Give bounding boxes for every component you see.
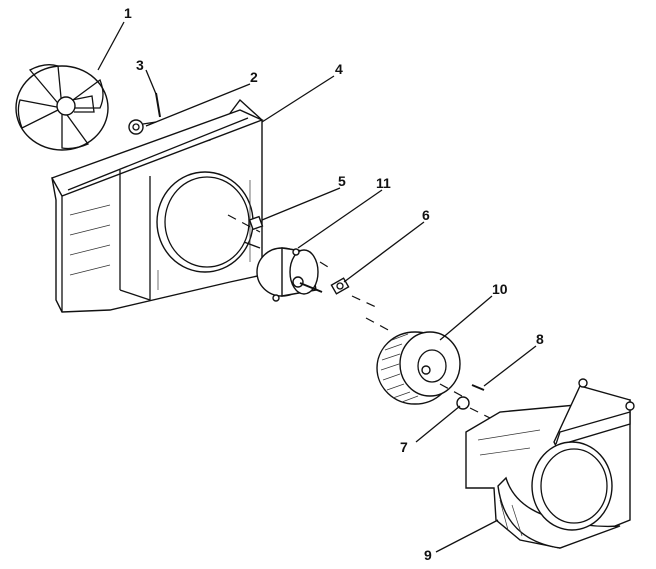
callout-1: 1	[124, 5, 132, 21]
part-screw	[155, 92, 161, 118]
part-fan-blade	[15, 64, 109, 151]
callout-2: 2	[250, 69, 258, 85]
callout-5: 5	[338, 173, 346, 189]
callout-6: 6	[422, 207, 430, 223]
callout-9: 9	[424, 547, 432, 563]
part-motor	[256, 247, 323, 302]
assembly-centerline	[227, 214, 491, 419]
callout-4: 4	[335, 61, 343, 77]
part-blower-wheel	[376, 331, 461, 405]
part-clip	[128, 119, 157, 135]
callout-10: 10	[492, 281, 508, 297]
callout-7: 7	[400, 439, 408, 455]
part-set-screw	[471, 384, 485, 391]
callout-11: 11	[376, 175, 391, 191]
callout-labels: 1 2 3 4 5 11 6 10 8 7 9	[124, 5, 544, 563]
part-screw-small	[243, 215, 264, 249]
part-shroud	[50, 98, 264, 313]
callout-3: 3	[136, 57, 144, 73]
part-blower-housing	[465, 378, 635, 549]
leader-lines	[97, 21, 537, 553]
callout-8: 8	[536, 331, 544, 347]
